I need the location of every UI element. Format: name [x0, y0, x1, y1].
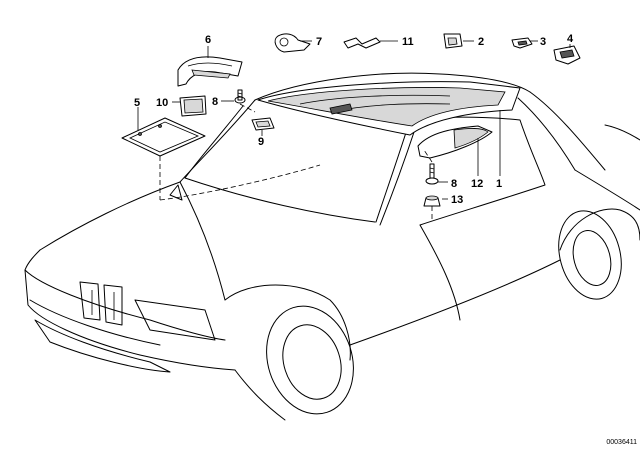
label-12: 12: [471, 178, 483, 190]
diagram-reference-code: 00036411: [606, 439, 637, 446]
label-13: 13: [451, 194, 463, 206]
label-10: 10: [156, 97, 168, 109]
clip-part: [443, 33, 463, 49]
car-body-outline: [24, 72, 640, 421]
label-4: 4: [567, 33, 574, 45]
label-2: 2: [478, 36, 484, 48]
label-3: 3: [540, 36, 546, 48]
wire-bracket-part: [343, 37, 381, 49]
label-7: 7: [316, 36, 322, 48]
retaining-clip-part: [511, 37, 533, 49]
coat-hook-part: [274, 33, 311, 53]
grab-handle-part: [177, 56, 243, 87]
assembly-dashed-lines: [159, 103, 433, 220]
label-9: 9: [258, 136, 264, 148]
mounting-bracket-part: [553, 45, 581, 65]
label-8-upper: 8: [212, 96, 218, 108]
sun-visor-part: [417, 125, 493, 159]
light-lens-part: [179, 95, 207, 117]
headliner-clip-part: [251, 117, 275, 131]
headliner-panel: [257, 81, 521, 136]
label-5: 5: [134, 97, 140, 109]
nut-part: [423, 195, 441, 207]
interior-light-panel-part: [121, 117, 206, 157]
label-8-lower: 8: [451, 178, 457, 190]
leader-lines: [137, 40, 571, 200]
label-6: 6: [205, 34, 211, 46]
label-11: 11: [402, 36, 414, 48]
screw-part-lower: [425, 163, 439, 185]
part-number-labels: 6 7 11 2 3 4 5 10 8 9 8 12 1 13: [134, 33, 574, 206]
screw-part-upper: [234, 89, 246, 104]
label-1: 1: [496, 178, 502, 190]
